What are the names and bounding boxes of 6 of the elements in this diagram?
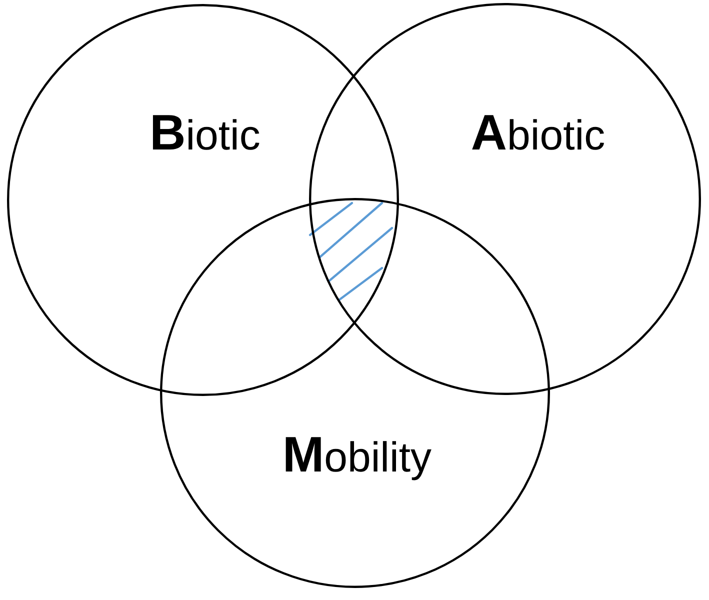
set-label: Biotic (150, 106, 260, 160)
set-label: Abiotic (470, 106, 606, 160)
set-label: Mobility (282, 428, 432, 482)
venn-circle (160, 198, 550, 588)
venn-circle (7, 4, 399, 396)
venn-circle (309, 3, 701, 395)
